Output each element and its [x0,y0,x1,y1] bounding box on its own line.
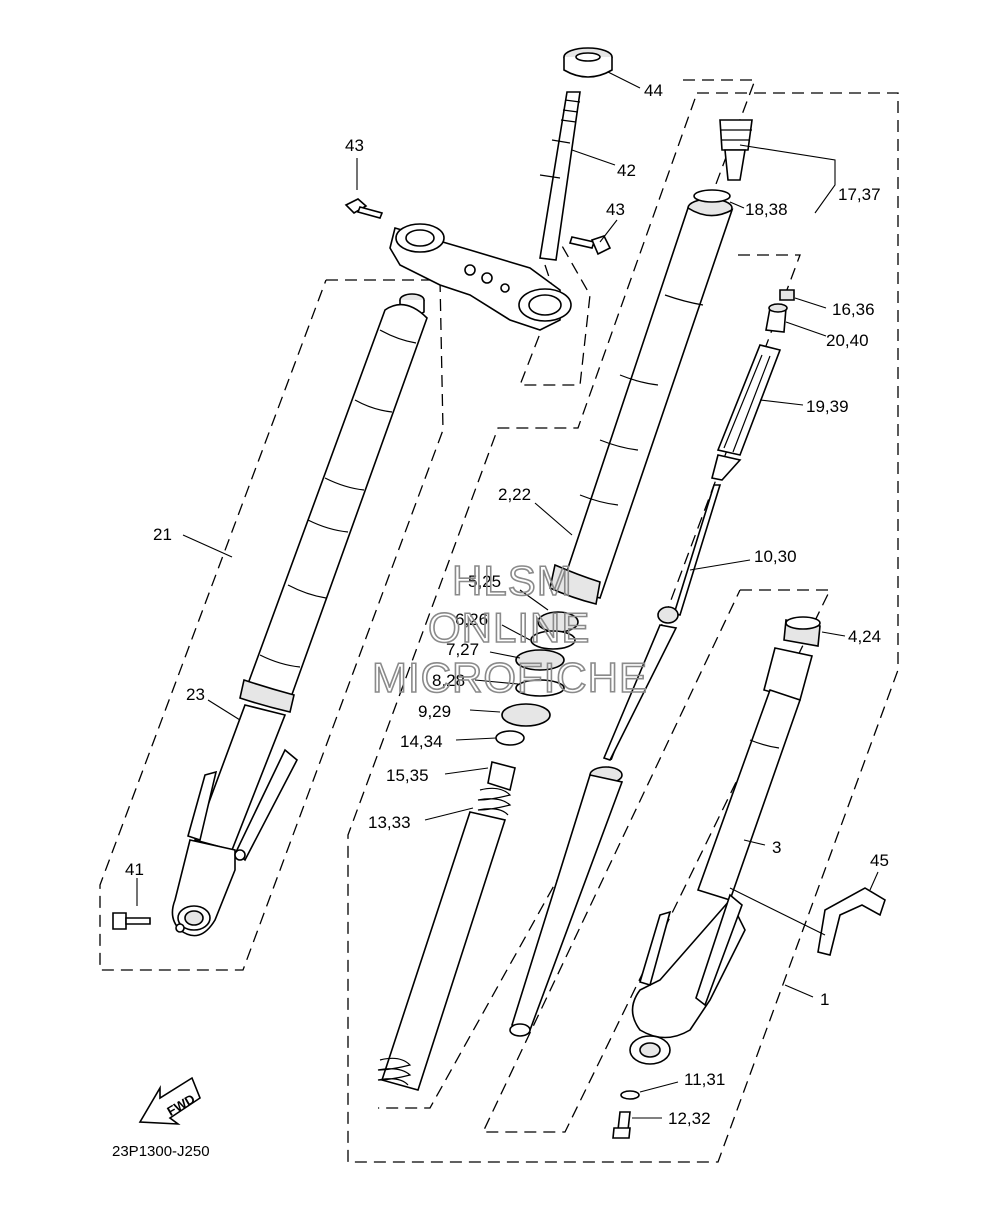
callout-2-22: 2,22 [498,485,531,504]
diagram-code: 23P1300-J250 [112,1143,210,1160]
callout-17-37: 17,37 [838,185,881,204]
callout-11-31: 11,31 [684,1070,725,1089]
watermark-line-2: ONLINE [428,604,590,651]
callout-9-29: 9,29 [418,702,451,721]
right-fork-internals [377,119,795,1091]
callout-16-36: 16,36 [832,300,875,319]
left-fork-assembly [112,293,428,937]
callout-41: 41 [125,860,144,879]
callout-8-28: 8,28 [432,671,465,690]
callout-4-24: 4,24 [848,627,881,646]
steering-stem-assembly [344,47,613,331]
watermark-line-3: MICROFICHE [372,654,648,701]
leader-lines [136,71,879,1119]
callout-7-27: 7,27 [446,640,479,659]
callout-43-left: 43 [345,136,364,155]
right-fork-inner-tube [612,616,886,1139]
callout-42: 42 [617,161,636,180]
callout-10-30: 10,30 [754,547,797,566]
fwd-arrow-icon: FWD [138,1076,201,1125]
callout-19-39: 19,39 [806,397,849,416]
callout-20-40: 20,40 [826,331,869,350]
callout-23: 23 [186,685,205,704]
callout-45: 45 [870,851,889,870]
callout-6-26: 6,26 [455,610,488,629]
callout-3: 3 [772,838,781,857]
callout-12-32: 12,32 [668,1109,711,1128]
callout-18-38: 18,38 [745,200,788,219]
callout-1: 1 [820,990,829,1009]
callout-13-33: 13,33 [368,813,411,832]
callout-44: 44 [644,81,663,100]
callout-labels: 44 43 42 43 17,37 18,38 16,36 20,40 19,3… [125,81,889,1128]
callout-5-25: 5,25 [468,572,501,591]
callout-43-right: 43 [606,200,625,219]
watermark-line-1: HLSM [452,557,573,604]
watermark: HLSM ONLINE MICROFICHE [371,556,648,702]
callout-14-34: 14,34 [400,732,443,751]
callout-21: 21 [153,525,172,544]
callout-15-35: 15,35 [386,766,429,785]
